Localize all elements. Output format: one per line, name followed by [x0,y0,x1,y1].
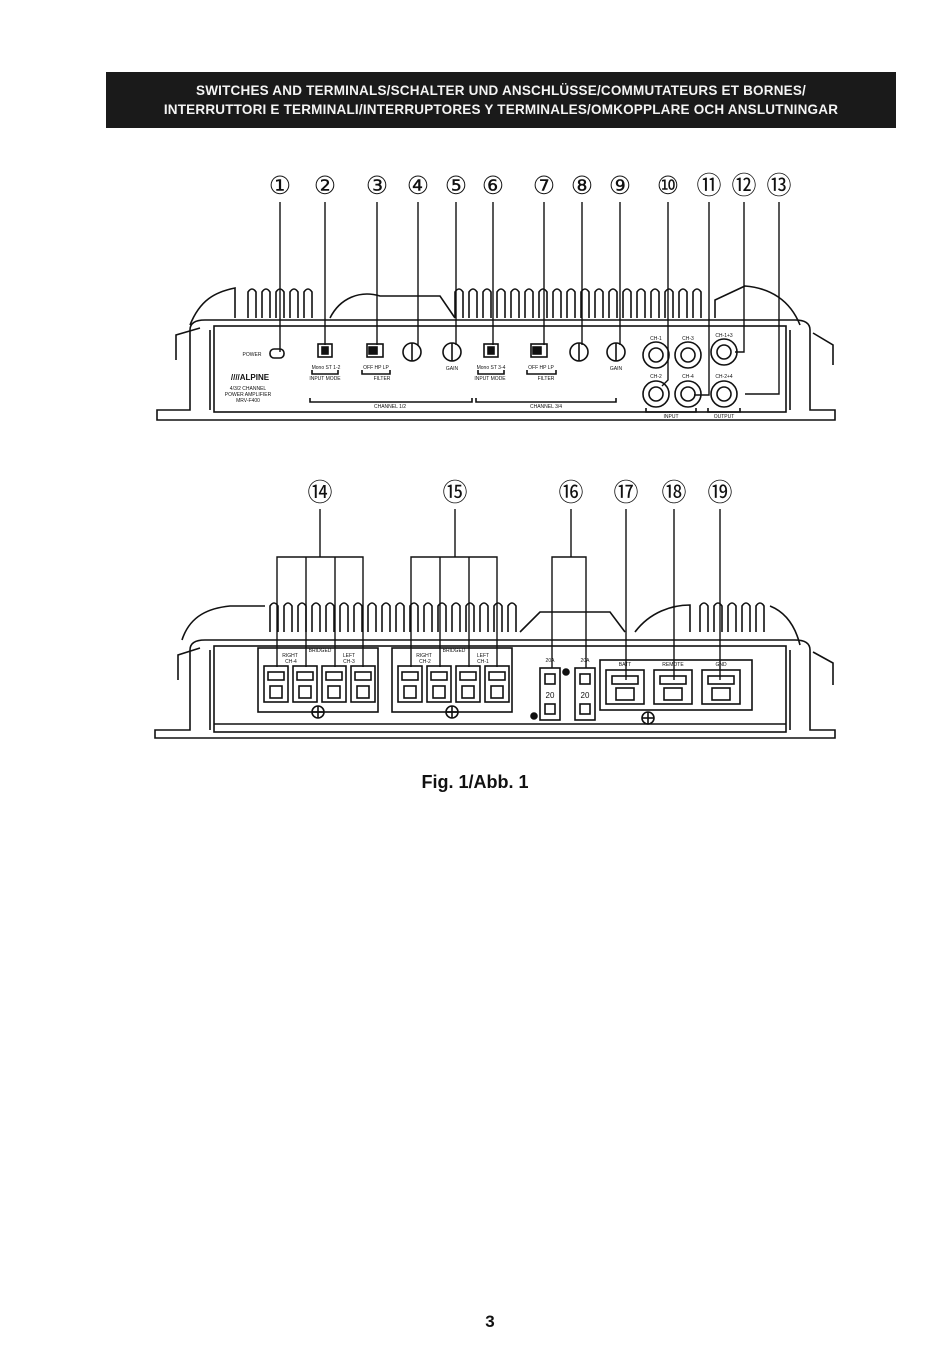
input-mode-switch-34[interactable] [483,343,499,358]
filter-switch-34[interactable] [530,343,548,358]
input-mode-label-12: INPUT MODE [309,376,341,382]
power-terminal-block [599,659,753,711]
input-mode-label-34: INPUT MODE [474,376,506,382]
callout-17: ⑰ [613,479,638,507]
gain-label-12: GAIN [446,366,459,372]
rca-jack-ch13-out[interactable] [710,338,738,366]
fuse-2-label: 20A [581,658,591,664]
top-leader-lines [279,202,780,396]
label-ch3: CH-3 [343,659,355,665]
fuse-1-value: 20 [546,691,555,700]
callout-13: ⑬ [766,172,791,200]
model-line-3: MRV-F400 [236,398,260,404]
callout-1: ① [269,172,291,200]
rca-jack-ch1[interactable] [642,341,670,369]
remote-label: REMOTE [662,662,684,668]
switch-labels-34-filter: OFF HP LP [528,365,554,371]
jack-label-ch1: CH-1 [650,336,662,342]
model-line-1: 4/3/2 CHANNEL [230,386,267,392]
jack-label-ch24: CH-2+4 [715,374,733,380]
fuse-1-label: 20A [546,658,556,664]
rca-jack-ch2[interactable] [642,380,670,408]
bottom-callout-numbers: ⑭ ⑮ ⑯ ⑰ ⑱ ⑲ [307,479,732,507]
top-control-panel [269,338,741,413]
power-label: POWER [243,352,262,358]
header-line-1: SWITCHES AND TERMINALS/SCHALTER UND ANSC… [196,83,806,98]
callout-5: ⑤ [445,172,467,200]
fuse-1[interactable] [539,667,561,721]
callout-18: ⑱ [661,479,686,507]
section-header: SWITCHES AND TERMINALS/SCHALTER UND ANSC… [106,72,896,128]
callout-15: ⑮ [442,479,467,507]
label-left-34: LEFT [343,653,355,659]
label-right-34: RIGHT [282,653,298,659]
power-terminals [605,669,741,705]
label-ch2: CH-2 [419,659,431,665]
rca-jack-ch24-out[interactable] [710,380,738,408]
input-label: INPUT [664,414,679,420]
label-ch1: CH-1 [477,659,489,665]
batt-terminal[interactable] [605,669,645,705]
callout-2: ② [314,172,336,200]
filter-label-34: FILTER [538,376,555,382]
top-panel-labels: POWER ////ALPINE 4/3/2 CHANNEL POWER AMP… [225,333,734,420]
fuse-2-value: 20 [581,691,590,700]
callout-9: ⑨ [609,172,631,200]
batt-label: BATT [619,662,631,668]
top-amplifier-chassis [156,285,836,421]
label-left-12: LEFT [477,653,489,659]
callout-3: ③ [366,172,388,200]
filter-label-12: FILTER [374,376,391,382]
callout-12: ⑫ [731,172,756,200]
label-ch4: CH-4 [285,659,297,665]
callout-11: ⑪ [696,172,721,200]
jack-label-ch3: CH-3 [682,336,694,342]
label-bridged-34: BRIDGED [309,648,332,654]
filter-switch-12[interactable] [366,343,384,358]
jack-label-ch2: CH-2 [650,374,662,380]
callout-8: ⑧ [571,172,593,200]
channel-12-label: CHANNEL 1/2 [374,404,406,410]
speaker-terminals-ch34 [263,665,376,703]
top-callout-numbers: ① ② ③ ④ ⑤ ⑥ ⑦ ⑧ ⑨ ⑩ ⑪ ⑫ ⑬ [269,172,792,200]
remote-terminal[interactable] [653,669,693,705]
brand-logo: ////ALPINE [231,373,270,382]
switch-labels-34-mode: Mono ST 3-4 [477,365,506,371]
jack-label-ch4: CH-4 [682,374,694,380]
speaker-terminals-ch12 [397,665,510,703]
gnd-terminal[interactable] [701,669,741,705]
amplifier-diagram: ① ② ③ ④ ⑤ ⑥ ⑦ ⑧ ⑨ ⑩ ⑪ ⑫ ⑬ [154,172,836,739]
callout-7: ⑦ [533,172,555,200]
rca-jack-ch3[interactable] [674,341,702,369]
callout-16: ⑯ [558,479,583,507]
callout-6: ⑥ [482,172,504,200]
input-mode-switch-12[interactable] [317,343,333,358]
page-number: 3 [485,1312,495,1331]
jack-label-ch13: CH-1+3 [715,333,733,339]
switch-labels-12-filter: OFF HP LP [363,365,389,371]
output-label: OUTPUT [714,414,735,420]
figure-caption: Fig. 1/Abb. 1 [421,772,529,792]
switch-labels-12-mode: Mono ST 1-2 [312,365,341,371]
fuse-2[interactable] [574,667,596,721]
gain-label-34: GAIN [610,366,623,372]
power-led [269,348,285,359]
callout-4: ④ [407,172,429,200]
bottom-panel-labels: RIGHT BRIDGED LEFT CH-4 CH-3 RIGHT BRIDG… [282,648,727,700]
label-bridged-12: BRIDGED [443,648,466,654]
callout-14: ⑭ [307,479,332,507]
bottom-terminal-panel [257,647,753,725]
callout-10: ⑩ [657,172,679,200]
bottom-amplifier-chassis [154,602,836,739]
model-line-2: POWER AMPLIFIER [225,392,272,398]
channel-34-label: CHANNEL 3/4 [530,404,562,410]
callout-19: ⑲ [707,479,732,507]
label-right-12: RIGHT [416,653,432,659]
rca-jack-ch4[interactable] [674,380,702,408]
header-line-2: INTERRUTTORI E TERMINALI/INTERRUPTORES Y… [163,102,839,117]
gnd-label: GND [715,662,727,668]
